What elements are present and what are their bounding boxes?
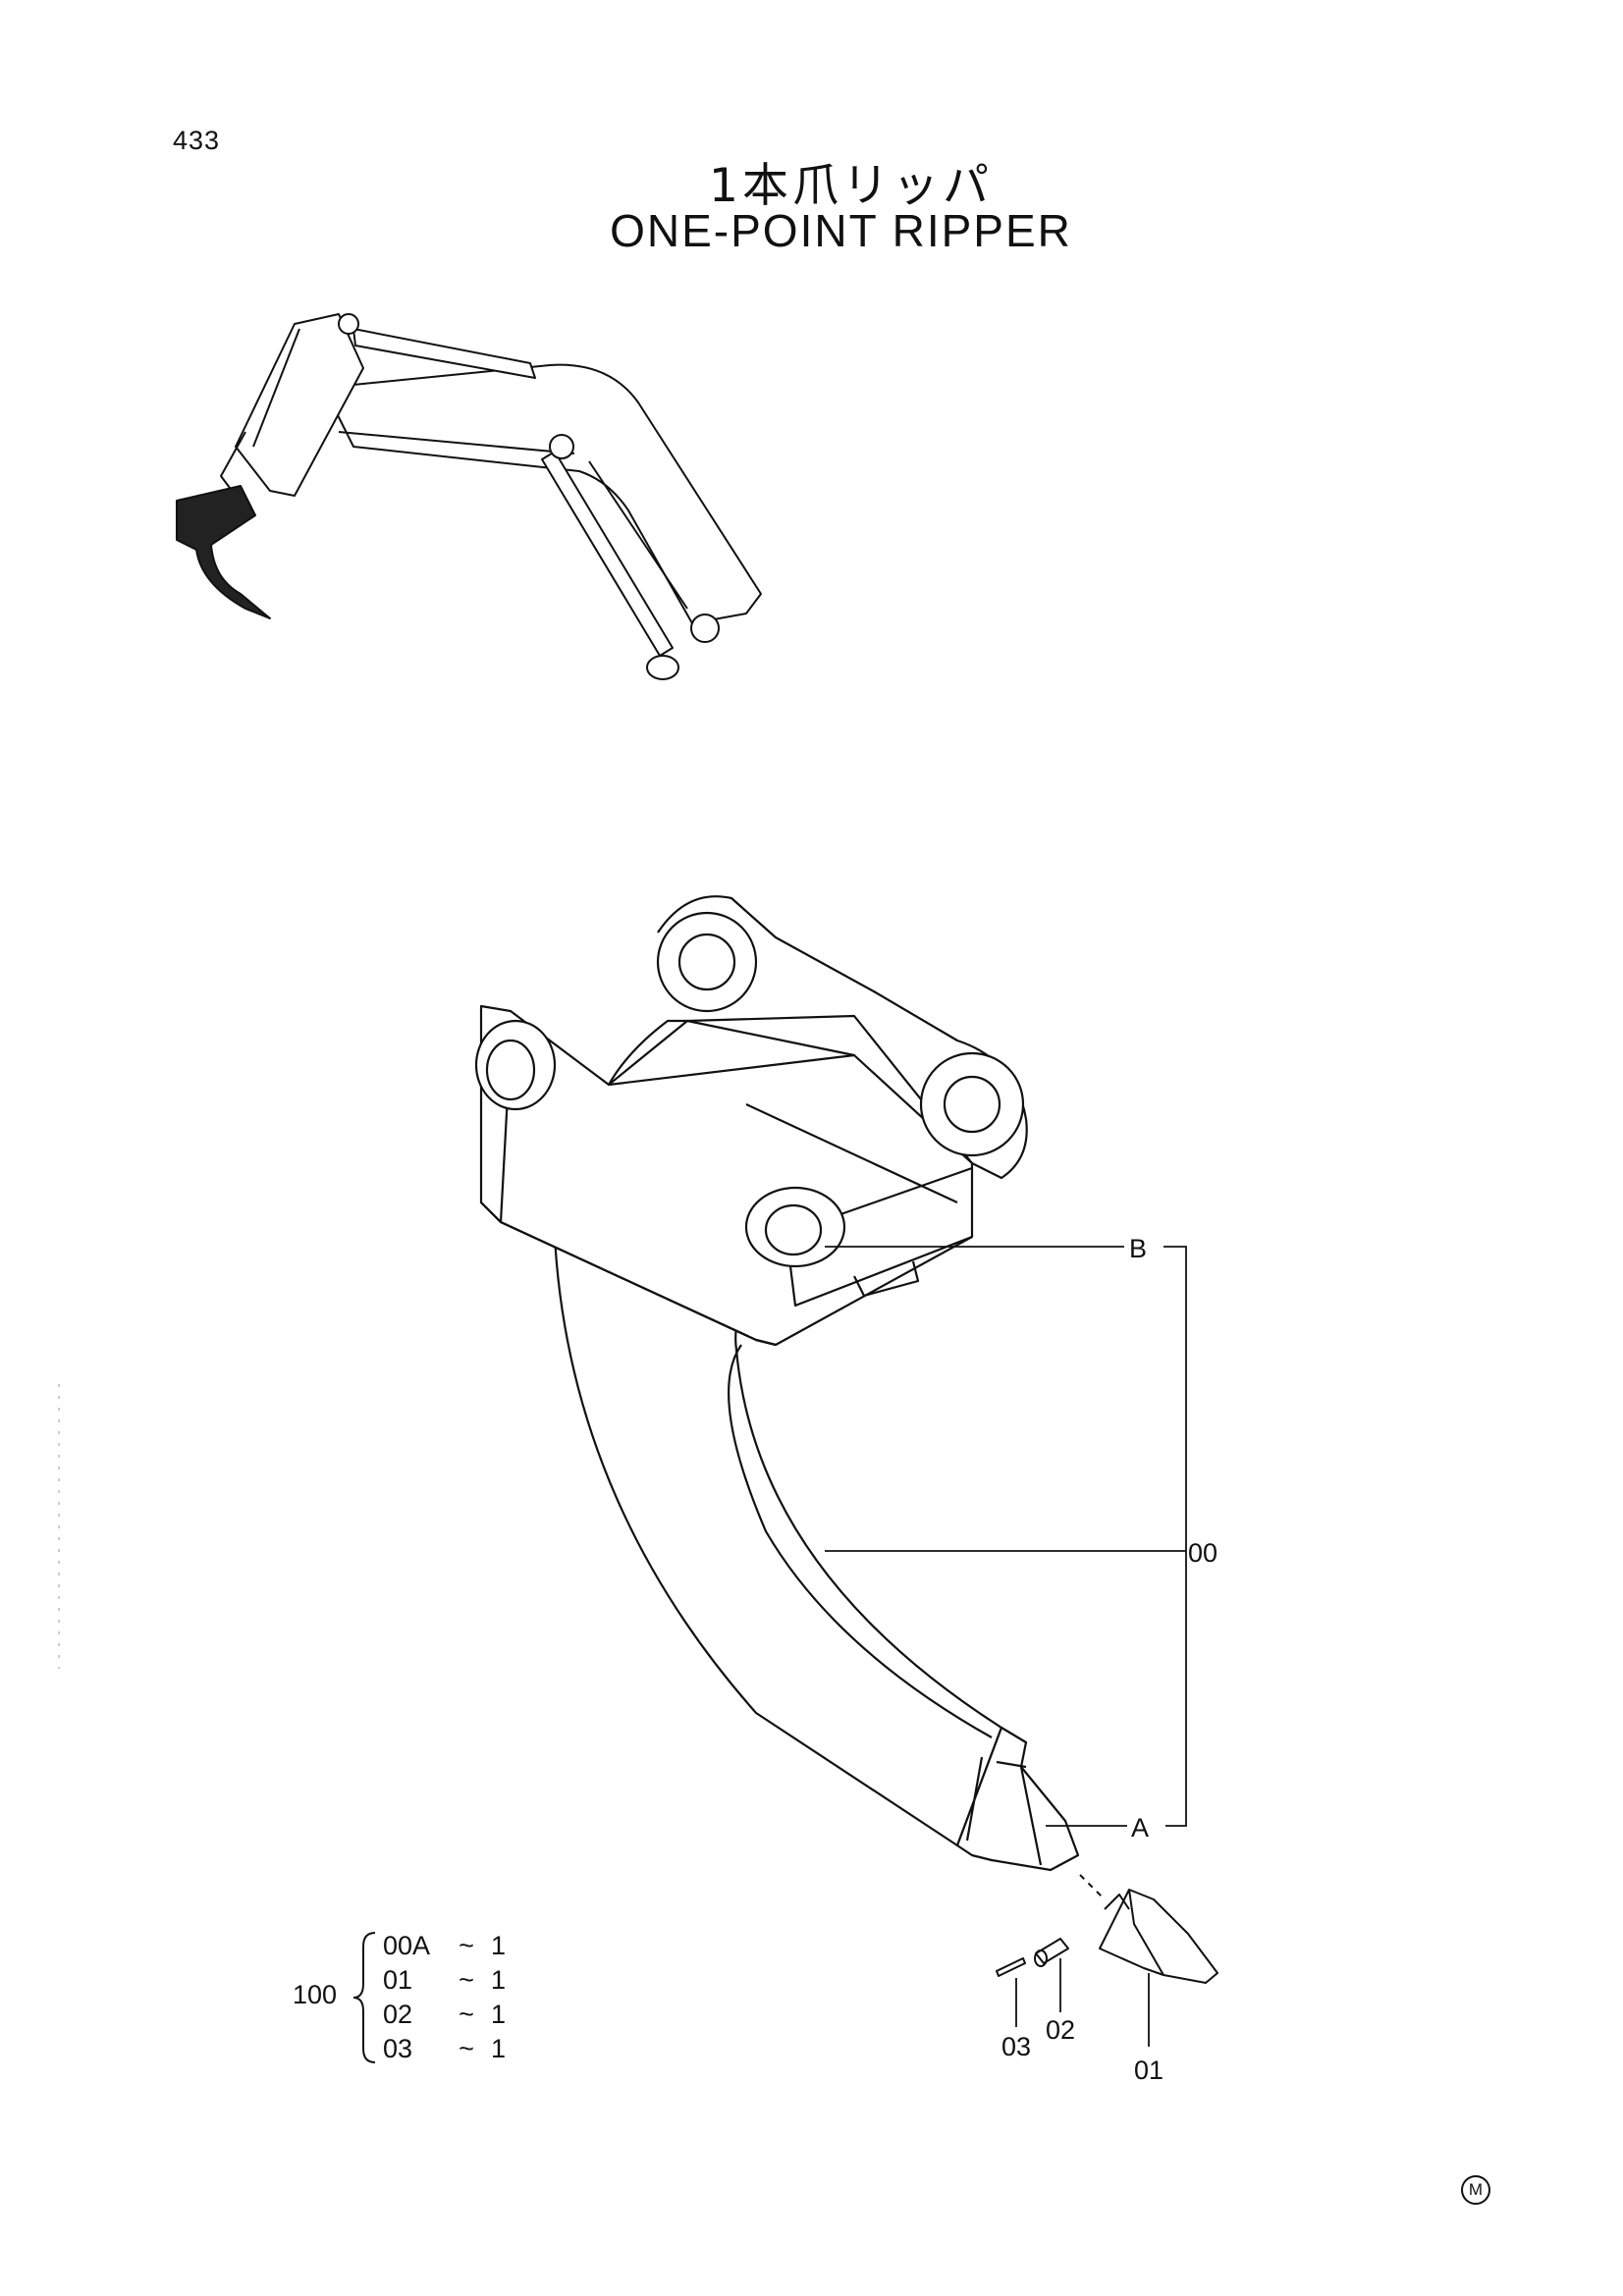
callout-a: A — [1131, 1813, 1149, 1842]
kit-items: 00A~1 01~1 02~1 03~1 — [383, 1929, 506, 2066]
kit-number: 100 — [293, 1980, 338, 2009]
tooth-parts — [996, 1874, 1218, 1984]
callout-pin: 02 — [1046, 2015, 1075, 2045]
callout-assembly: 00 — [1188, 1538, 1217, 1568]
pin-bosses — [474, 911, 1025, 1268]
list-item: 02~1 — [383, 2000, 507, 2029]
callout-lock: 03 — [1001, 2032, 1031, 2061]
leader-lines — [825, 1246, 1187, 2047]
circled-m-mark: M — [1461, 2175, 1490, 2205]
page-number: 433 — [173, 126, 221, 155]
brace-icon — [352, 1932, 376, 2063]
list-item: 00A~1 — [383, 1931, 507, 1960]
list-item: 01~1 — [383, 1965, 507, 1995]
title-english: ONE-POINT RIPPER — [610, 205, 1072, 256]
callout-tooth: 01 — [1134, 2056, 1163, 2085]
callout-b: B — [1129, 1234, 1147, 1263]
title-japanese: 1本爪リッパ — [709, 159, 993, 213]
list-item: 03~1 — [383, 2034, 507, 2063]
excavator-arm-overview — [176, 313, 762, 680]
ripper-assembly — [474, 895, 1080, 1872]
